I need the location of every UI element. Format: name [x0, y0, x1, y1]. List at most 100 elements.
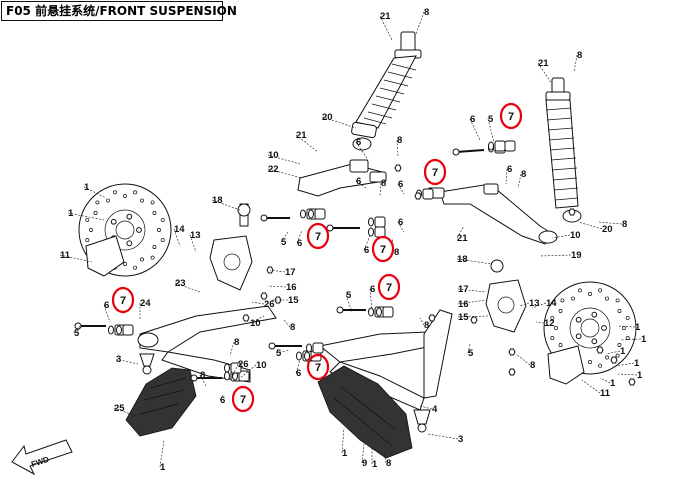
- disc-hole: [93, 211, 98, 215]
- callout-21: 21: [457, 233, 468, 244]
- callout-7: 7: [386, 282, 392, 294]
- washer: [368, 217, 374, 227]
- disc-hole: [89, 228, 93, 232]
- disc-hole: [615, 353, 620, 358]
- disc-hole: [598, 363, 603, 368]
- nut: [242, 314, 250, 322]
- callout-20: 20: [602, 224, 613, 235]
- callout-15: 15: [288, 295, 299, 306]
- callout-9: 9: [362, 458, 367, 469]
- disc-hole: [558, 343, 563, 347]
- leader-line: [113, 407, 137, 417]
- disc-hole: [605, 296, 609, 301]
- leader-line: [427, 433, 459, 440]
- disc-hole: [160, 217, 165, 222]
- disc-bolt-hole: [110, 218, 117, 225]
- nut: [508, 348, 516, 356]
- callout-6: 6: [297, 238, 302, 249]
- washer: [306, 343, 312, 353]
- callout-26: 26: [264, 299, 275, 310]
- callout-6: 6: [470, 114, 475, 125]
- callout-8: 8: [530, 360, 535, 371]
- callout-6: 6: [356, 176, 361, 187]
- leader-line: [267, 168, 303, 179]
- callout-8: 8: [622, 219, 627, 230]
- leader-line: [397, 221, 405, 233]
- callout-1: 1: [342, 448, 348, 459]
- disc-hole: [95, 200, 100, 205]
- disc-bolt-hole: [601, 325, 607, 331]
- leader-line: [115, 358, 139, 365]
- disc-bolt-hole: [575, 333, 582, 340]
- callout-18: 18: [457, 254, 468, 265]
- bolt-head: [260, 214, 268, 222]
- nut: [568, 208, 576, 216]
- nut: [508, 368, 516, 376]
- leader-line: [551, 234, 571, 239]
- front-shock-absorber: [351, 31, 422, 151]
- callout-8: 8: [397, 135, 402, 146]
- bushing: [312, 342, 324, 354]
- callout-8: 8: [290, 322, 295, 333]
- bushing: [314, 208, 326, 220]
- washer: [304, 351, 310, 361]
- leader-line: [103, 304, 111, 323]
- leader-line: [535, 321, 545, 324]
- leader-line: [573, 54, 578, 73]
- nut: [414, 192, 422, 200]
- callout-16: 16: [286, 282, 297, 293]
- washer: [108, 325, 114, 335]
- callout-7: 7: [508, 111, 514, 123]
- disc-hole: [85, 238, 90, 243]
- callout-14: 14: [546, 298, 557, 309]
- callout-10: 10: [268, 150, 279, 161]
- callout-6: 6: [356, 137, 361, 148]
- leader-line: [379, 182, 382, 197]
- ball-joint-right: [413, 409, 431, 433]
- disc-hole: [571, 296, 575, 301]
- callout-8: 8: [381, 178, 386, 189]
- leader-line: [415, 11, 425, 35]
- washer: [368, 227, 374, 237]
- leader-line: [345, 294, 353, 313]
- callout-8: 8: [424, 7, 429, 18]
- highlight-ring: [231, 385, 255, 413]
- highlight-ring: [499, 102, 523, 130]
- disc-hole: [598, 288, 603, 293]
- leader-line: [615, 362, 635, 367]
- leader-line: [397, 183, 405, 195]
- callout-21: 21: [538, 58, 549, 69]
- callout-13: 13: [190, 230, 201, 241]
- washer: [296, 351, 302, 361]
- callout-1: 1: [610, 378, 616, 389]
- highlight-ring: [306, 353, 330, 381]
- callout-6: 6: [220, 395, 225, 406]
- washer: [224, 363, 230, 373]
- bushing: [504, 140, 516, 152]
- callout-6: 6: [398, 217, 403, 228]
- disc-hole: [150, 200, 155, 205]
- callout-25: 25: [114, 403, 125, 414]
- callout-1: 1: [372, 459, 378, 470]
- callout-7: 7: [240, 394, 246, 406]
- disc-hole: [152, 211, 157, 215]
- callout-26: 26: [238, 359, 249, 370]
- diagram-title: F05 前悬挂系统/FRONT SUSPENSION: [1, 1, 237, 21]
- callout-1: 1: [620, 346, 626, 357]
- leader-line: [487, 118, 495, 143]
- leader-line: [539, 254, 572, 257]
- highlight-rings: [111, 102, 523, 413]
- callout-4: 4: [432, 404, 438, 415]
- disc-hole: [140, 198, 144, 203]
- callout-10: 10: [256, 360, 267, 371]
- bushing: [122, 324, 134, 336]
- callout-8: 8: [521, 169, 526, 180]
- washer: [376, 307, 382, 317]
- disc-hole: [106, 198, 110, 203]
- upper-a-arm-left: [297, 159, 387, 197]
- callout-5: 5: [468, 348, 474, 359]
- callout-16: 16: [458, 299, 469, 310]
- leader-line: [295, 134, 319, 153]
- leader-line: [249, 315, 265, 324]
